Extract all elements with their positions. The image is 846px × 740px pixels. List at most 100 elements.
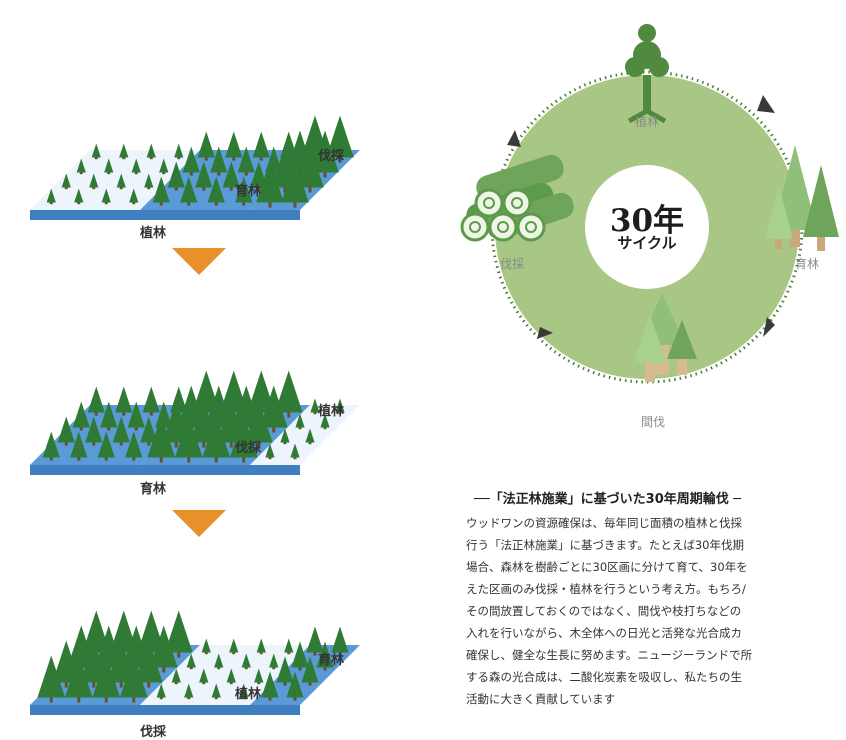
tree-icon [146,143,156,160]
tree-icon [265,443,275,460]
tree-icon [310,398,320,415]
grown-trees-icon [765,145,839,251]
tree-icon [335,398,345,415]
tree-icon [174,415,203,463]
cycle-center-title: 30年 [609,203,685,239]
tree-icon [92,655,121,703]
description-block: ──「法正林施業」に基づいた30年周期輪伐 ─ ウッドワンの資源確保は、毎年同じ… [466,488,846,739]
tree-icon [46,188,56,205]
cycle-arrow-icon [757,95,775,113]
tree-icon [291,641,309,671]
tree-icon [305,428,315,445]
tree-icon [201,638,211,655]
tree-icon [61,173,71,190]
tree-icon [156,683,166,700]
cycle-arrow-icon [507,130,521,147]
tree-icon [189,400,218,448]
tree-icon [202,415,231,463]
tree-icon [276,656,294,686]
forest-block-illustration [30,370,360,475]
tree-icon [195,161,213,191]
tree-icon [316,641,334,671]
tree-icon [147,415,176,463]
label-planting: 植林 [140,226,167,241]
label-harvest: 伐採 [235,441,262,456]
tree-icon [125,431,143,461]
description-line: 入れを行いながら、木全体への日光と活発な光合成カ [466,626,742,640]
label-planting: 植林 [318,404,345,419]
tree-icon [214,653,224,670]
tree-icon [210,146,228,176]
forest-section [250,405,360,475]
tree-icon [70,431,88,461]
description-line: する森の光合成は、二酸化炭素を吸収し、私たちの生 [466,670,742,684]
tree-icon [129,188,139,205]
tree-icon [144,173,154,190]
tree-icon [119,655,148,703]
description-body: ウッドワンの資源確保は、毎年同じ面積の植林と伐採 行う「法正林施業」に基づきます… [466,512,846,710]
tree-icon [64,655,93,703]
description-line: 場合、森林を樹齢ごとに30区画に分けて育て、30年を [466,560,748,574]
tree-icon [180,176,198,206]
cycle-label-harvest: 伐採 [500,257,525,271]
tree-icon [222,161,240,191]
description-line: ウッドワンの資源確保は、毎年同じ面積の植林と伐採 [466,516,742,530]
tree-icon [239,683,249,700]
tree-icon [186,653,196,670]
tree-icon [331,626,349,656]
tree-icon [207,176,225,206]
tree-icon [152,176,170,206]
down-arrow-icon [172,248,226,275]
tree-icon [119,143,129,160]
tree-icon [149,625,178,673]
tree-icon [199,668,209,685]
tree-icon [306,626,324,656]
tree-icon [225,131,243,161]
tree-icon [211,683,221,700]
tree-icon [235,176,253,206]
tree-icon [217,400,246,448]
description-line: 活動に大きく貢献しています [466,692,616,706]
tree-icon [142,386,160,416]
tree-icon [76,158,86,175]
description-line: 確保し、健全な生長に努めます。ニュージーランドで所 [466,648,753,662]
tree-icon [241,653,251,670]
tree-icon [284,638,294,655]
tree-icon [244,400,273,448]
tree-icon [171,668,181,685]
description-line: えた区画のみ伐採・植林を行うという考え方。もちろ/ [466,582,746,596]
cycle-label-thinning: 間伐 [641,415,666,429]
tree-icon [89,173,99,190]
label-growing: 育林 [235,184,262,199]
description-line: 行う「法正林施業」に基づきます。たとえば30年伐期 [466,538,744,552]
cycle-arrow-icon [537,327,553,339]
down-arrow-icon [172,510,226,537]
description-heading: ──「法正林施業」に基づいた30年周期輪伐 ─ [474,492,742,507]
tree-icon [296,145,324,193]
thinning-trees-icon [633,293,697,382]
cycle-arrow-icon [763,317,775,337]
label-growing: 育林 [140,482,167,497]
tree-icon [290,443,300,460]
tree-icon [42,431,60,461]
tree-icon [280,428,290,445]
tree-icon [164,610,193,658]
tree-icon [116,173,126,190]
tree-icon [256,638,266,655]
tree-icon [184,683,194,700]
cycle-ring [460,24,839,384]
tree-icon [167,161,185,191]
forest-block-illustration [30,115,360,220]
tree-icon [269,653,279,670]
tree-icon [226,668,236,685]
cycle-center-subtitle: サイクル [617,234,677,252]
forest-panel-3: 育林 植林 伐採 [0,535,420,740]
tree-icon [256,160,284,208]
forest-panel-1: 伐採 育林 植林 [0,0,420,250]
label-harvest: 伐採 [318,149,345,164]
tree-icon [286,671,304,701]
cycle-diagram: 30年 サイクル 植林 育林 間伐 伐採 [445,15,846,435]
tree-icon [52,640,81,688]
logs-icon [460,154,574,242]
cycle-label-growing: 育林 [795,257,820,271]
